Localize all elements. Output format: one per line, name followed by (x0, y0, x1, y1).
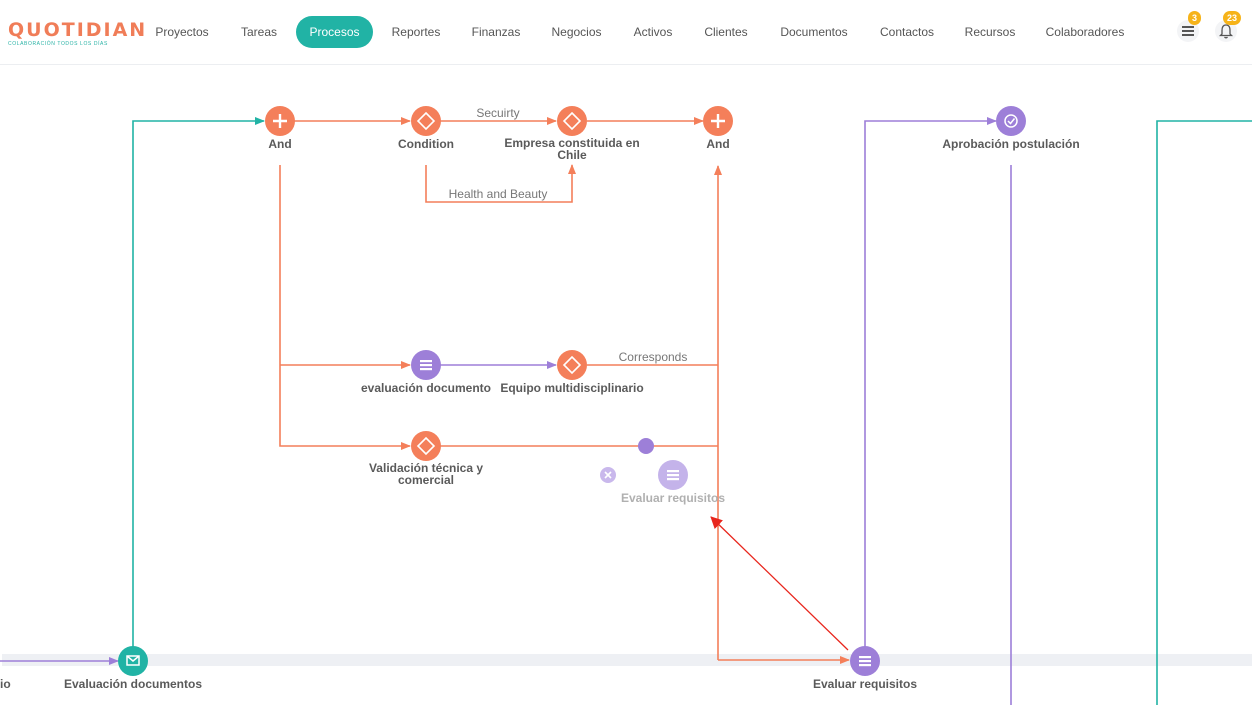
node-label: evaluación documento (361, 381, 491, 395)
node-label: Condition (398, 137, 454, 151)
node-label: Empresa constituida en Chile (504, 137, 640, 162)
node-label: Aprobación postulación (942, 137, 1079, 151)
mail-icon (126, 655, 140, 666)
nav-negocios[interactable]: Negocios (551, 25, 602, 39)
edge-health-and-beauty[interactable] (425, 164, 576, 203)
node-and-start[interactable]: And (265, 106, 295, 151)
node-evaluacion-documento[interactable]: evaluación documento (361, 350, 491, 395)
edge-label-corresponds: Corresponds (619, 350, 688, 364)
list-icon (1182, 26, 1194, 36)
node-and-end[interactable]: And (703, 106, 733, 151)
node-validacion[interactable]: Validación técnica y comercial (356, 431, 496, 492)
node-equipo[interactable]: Equipo multidisciplinario (500, 350, 644, 395)
orange-connectors (279, 117, 850, 664)
nav-tareas[interactable]: Tareas (240, 25, 278, 39)
nav-proyectos[interactable]: Proyectos (155, 25, 209, 39)
bell-icon (1218, 24, 1234, 39)
list-icon (859, 656, 871, 667)
app-logo[interactable]: QUOTIDIAN COLABORACIÓN TODOS LOS DÍAS (8, 20, 147, 47)
close-icon (604, 471, 612, 479)
node-evaluar-requisitos-ghost[interactable]: Evaluar requisitos (621, 460, 725, 505)
edge-teal-right[interactable] (1156, 120, 1252, 705)
node-label: And (268, 137, 291, 151)
nav-contactos[interactable]: Contactos (879, 25, 935, 39)
node-condition[interactable]: Condition (398, 106, 454, 151)
nav-finanzas[interactable]: Finanzas (471, 25, 521, 39)
check-circle-icon (1004, 114, 1018, 128)
node-label: Equipo multidisciplinario (500, 381, 643, 395)
nav-clientes[interactable]: Clientes (704, 25, 748, 39)
diamond-icon (416, 436, 436, 456)
tasks-badge: 3 (1188, 11, 1202, 25)
top-navigation-bar: QUOTIDIAN COLABORACIÓN TODOS LOS DÍAS Pr… (0, 0, 1252, 65)
logo-tagline: COLABORACIÓN TODOS LOS DÍAS (8, 41, 108, 47)
node-aprobacion[interactable]: Aprobación postulación (942, 106, 1080, 151)
plus-icon (273, 114, 287, 128)
edge-and-to-validacion[interactable] (279, 165, 411, 450)
process-canvas[interactable]: Secuirty Health and Beauty Corresponds A… (0, 65, 1252, 705)
notifications-button[interactable]: 23 (1215, 11, 1242, 42)
diamond-icon (416, 111, 436, 131)
delete-node-button[interactable] (600, 467, 616, 483)
node-label: Evaluar requisitos (813, 677, 917, 691)
nav-activos[interactable]: Activos (633, 25, 673, 39)
plus-icon (711, 114, 725, 128)
nav-procesos[interactable]: Procesos (296, 16, 373, 48)
purple-connectors (0, 117, 1012, 705)
node-label: Validación técnica y comercial (368, 462, 484, 487)
diamond-icon (562, 111, 582, 131)
node-label-cutoff: io (0, 677, 11, 691)
teal-connectors (132, 117, 1252, 705)
node-evaluar-requisitos[interactable]: Evaluar requisitos (813, 646, 917, 691)
list-icon (667, 470, 679, 481)
edge-to-aprobacion[interactable] (864, 117, 997, 648)
node-evaluacion-documentos[interactable]: Evaluación documentos (64, 646, 202, 691)
drag-indicator-arrow (710, 516, 849, 651)
nav-reportes[interactable]: Reportes (391, 25, 441, 39)
connection-handle[interactable] (638, 438, 654, 454)
edge-to-and-start[interactable] (132, 117, 265, 648)
diamond-icon (562, 355, 582, 375)
lane-separator (2, 654, 1252, 666)
notifications-badge: 23 (1223, 11, 1242, 25)
node-empresa[interactable]: Empresa constituida en Chile (497, 106, 647, 167)
nav-documentos[interactable]: Documentos (780, 25, 848, 39)
list-icon (420, 360, 432, 371)
node-label: Evaluar requisitos (621, 491, 725, 505)
node-label: And (706, 137, 729, 151)
node-label: Evaluación documentos (64, 677, 202, 691)
nav-recursos[interactable]: Recursos (964, 25, 1016, 39)
process-diagram: Secuirty Health and Beauty Corresponds A… (0, 106, 1252, 705)
tasks-button[interactable]: 3 (1177, 11, 1202, 42)
edge-label-security: Secuirty (476, 106, 519, 120)
edge-label-health: Health and Beauty (449, 187, 548, 201)
logo-text: QUOTIDIAN (8, 19, 148, 41)
nav-colaboradores[interactable]: Colaboradores (1045, 25, 1125, 39)
